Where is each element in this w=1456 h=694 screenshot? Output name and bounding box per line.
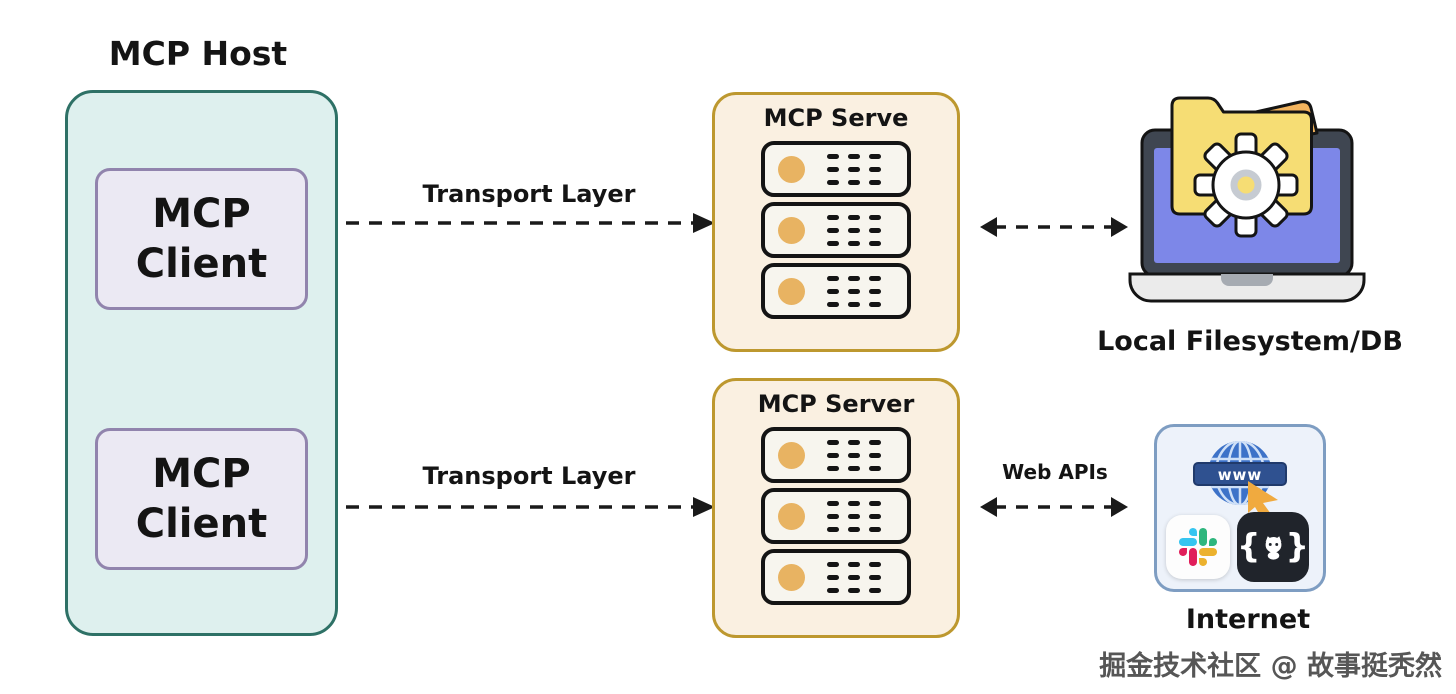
vent-dots-icon [827,214,839,220]
host-title: MCP Host [108,34,288,73]
cursor-icon [1248,481,1278,517]
filesystem-label: Local Filesystem/DB [1097,326,1403,357]
laptop-filesystem-icon [1128,96,1366,303]
www-globe-icon: www [1193,441,1287,517]
vent-dots-icon [827,153,839,159]
dashed-arrow-right-icon [346,213,715,233]
mcp-client-box-1: MCP Client [95,168,308,310]
github-icon: { } [1237,512,1309,582]
vent-dots-icon [827,500,839,506]
brace-left: { [1237,525,1261,565]
vent-dots-icon [827,275,839,281]
web-apis-label: Web APIs [1002,460,1108,484]
mcp-client-box-2: MCP Client [95,428,308,570]
watermark-text: 掘金技术社区 @ 故事挺秃然 [1099,651,1442,682]
led-circle-icon [778,441,805,469]
mcp-client-label: MCP Client [135,190,268,287]
slack-icon [1166,515,1230,579]
gear-icon [1193,132,1299,238]
server-unit-icon [761,263,911,319]
internet-label: Internet [1185,604,1311,635]
server-rack [761,141,911,319]
server-unit-icon [761,549,911,605]
mcp-client-label: MCP Client [135,450,268,547]
led-circle-icon [778,155,805,183]
vent-dots-icon [827,439,839,445]
dashed-arrow-both-icon [980,497,1128,517]
mcp-server-box-2: MCP Server [712,378,960,638]
server-unit-icon [761,427,911,483]
led-circle-icon [778,277,805,305]
led-circle-icon [778,216,805,244]
led-circle-icon [778,502,805,530]
mcp-server-box-1: MCP Serve [712,92,960,352]
mcp-server-title: MCP Serve [763,104,909,132]
transport-layer-label-top: Transport Layer [422,180,636,208]
www-text: www [1218,466,1263,484]
internet-box: www { [1154,424,1326,592]
laptop-base [1128,272,1366,303]
dashed-arrow-right-icon [346,497,715,517]
led-circle-icon [778,563,805,591]
vent-dots-icon [827,561,839,567]
octocat-icon [1265,536,1281,560]
server-unit-icon [761,141,911,197]
server-rack [761,427,911,605]
laptop-notch [1221,274,1273,286]
brace-right: } [1285,525,1310,565]
dashed-arrow-both-icon [980,217,1128,237]
mcp-server-title: MCP Server [757,390,915,418]
server-unit-icon [761,488,911,544]
server-unit-icon [761,202,911,258]
transport-layer-label-bottom: Transport Layer [422,462,636,490]
